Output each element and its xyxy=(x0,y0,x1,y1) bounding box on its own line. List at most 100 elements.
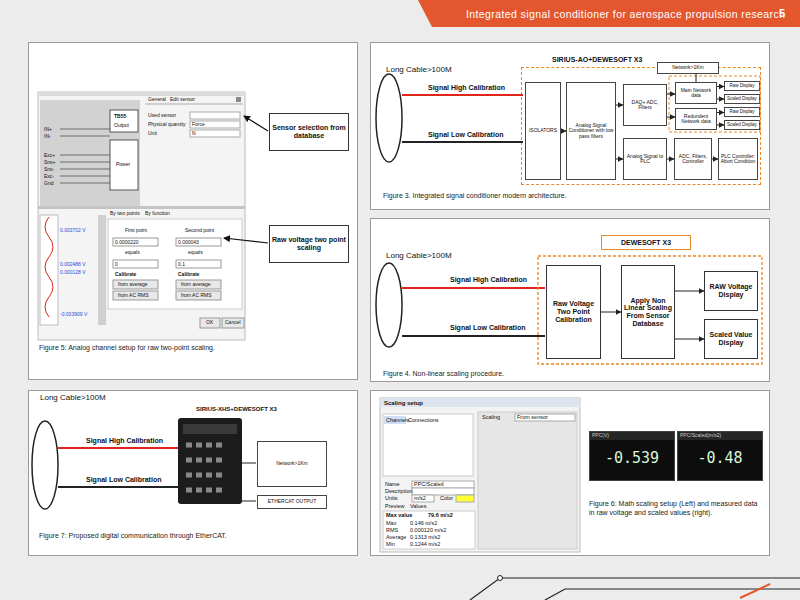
label-text: 0.1244 m/s2 xyxy=(410,542,440,548)
label-text: PPC/Scaled xyxy=(414,482,444,488)
node-text: Raw Voltage Two Point Calibration xyxy=(549,300,598,323)
group-heading: SIRIUS-AO+DEWESOFT X3 xyxy=(552,56,642,64)
process-box: ISOLATORS xyxy=(525,82,561,180)
label-text: 0.146 m/s2 xyxy=(410,521,437,527)
label-text: Units xyxy=(385,496,398,502)
label-text: Gnd xyxy=(44,181,53,186)
system-group: SIRIUS-AO+DEWESOFT X3ISOLATORSAnalog Sig… xyxy=(521,67,761,185)
label-text: First point xyxy=(125,228,147,233)
label-text: From sensor xyxy=(517,415,548,421)
label-text: Name xyxy=(385,482,400,488)
display-box: Scaled Display xyxy=(724,94,760,104)
process-box: Analog Signal to PLC xyxy=(623,138,667,180)
label-text: Color xyxy=(440,496,453,502)
label-text: Calibrate xyxy=(178,272,199,277)
label-text: Long Cable>100M xyxy=(386,252,452,260)
label-text: equals xyxy=(125,250,140,255)
node-text: PLC Controller: Abort Condition xyxy=(720,154,756,165)
label-text: Signal Low Calibration xyxy=(428,131,503,138)
label-text: Sns- xyxy=(44,167,54,172)
label-text: General xyxy=(148,97,166,102)
label-text: Exc- xyxy=(44,174,54,179)
label-text: 0.000120 m/s2 xyxy=(410,528,446,534)
label-text: from AC RMS xyxy=(118,293,149,298)
node-text: Redundent Network data xyxy=(677,114,715,125)
network-box: Network>1Km xyxy=(657,62,719,74)
figure-panel: Figure 4. Non-linear scaling procedure.D… xyxy=(370,218,770,382)
label-text: Average xyxy=(386,535,406,541)
node-text: Analog Signal Conditioner with low pass … xyxy=(568,123,614,140)
label-text: Power xyxy=(116,162,130,167)
label-text: 0.000128 V xyxy=(60,270,86,275)
display-header: PPC(V) xyxy=(590,432,674,440)
label-text: Output xyxy=(114,123,129,128)
label-text: 0.0000220 xyxy=(115,240,139,245)
label-text: Preview xyxy=(385,504,405,510)
label-text: Calibrate xyxy=(115,272,136,277)
label-text: Exc+ xyxy=(44,153,55,158)
node-text: DEWESOFT X3 xyxy=(621,239,671,247)
display-value: -0.48 xyxy=(678,450,762,467)
figure-panel: Figure 5: Analog channel setup for raw t… xyxy=(28,42,358,380)
node-text: Network>1Km xyxy=(276,461,308,467)
node-text: Scaled Display xyxy=(727,123,757,128)
figure-caption: Figure 6: Math scaling setup (Left) and … xyxy=(589,499,761,517)
decor-line xyxy=(740,584,770,598)
label-text: 0.1 xyxy=(178,262,185,267)
display-box: Scaled Value Display xyxy=(704,319,758,359)
node-text: RAW Voltage Display xyxy=(707,283,755,298)
process-box: Analog Signal Conditioner with low pass … xyxy=(566,82,616,180)
label-text: IN- xyxy=(44,134,51,139)
display-box: Scaled Display xyxy=(724,120,760,130)
label-text: from average xyxy=(181,282,210,287)
label-text: Scaling xyxy=(482,415,500,421)
label-text: SIRIUS-XHS+DEWESOFT X3 xyxy=(196,406,277,412)
display-box: Raw Display xyxy=(724,81,760,91)
label-text: 79.6 m/s2 xyxy=(428,513,453,519)
header-title: Integrated signal conditioner for aerosp… xyxy=(466,8,785,20)
label-text: Signal Low Calibration xyxy=(86,476,161,483)
node-text: Network>1Km xyxy=(672,65,704,71)
label-text: 0.1313 m/s2 xyxy=(410,535,440,541)
label-text: Scaling setup xyxy=(384,400,423,406)
label-text: Max xyxy=(386,521,396,527)
figure-panel: Figure 7: Proposed digital communication… xyxy=(28,390,358,556)
process-box: Raw Voltage Two Point Calibration xyxy=(546,265,601,359)
label-text: -0.003909 V xyxy=(60,312,87,317)
label-text: Sns+ xyxy=(44,160,56,165)
node-text: Scaled Display xyxy=(727,97,757,102)
process-box: ADC, Filters, Controller xyxy=(674,138,712,180)
display-box: Raw Display xyxy=(724,107,760,117)
label-text: Signal Low Calibration xyxy=(450,324,525,331)
label-text: Cancel xyxy=(225,320,241,325)
label-text: Max value xyxy=(386,513,412,519)
dashed-group xyxy=(538,256,762,364)
network-box: Network>1Km xyxy=(257,441,327,487)
label-text: TB55 xyxy=(114,114,126,119)
decor-dot xyxy=(498,576,503,581)
label-text: Long Cable>100M xyxy=(40,394,106,402)
header-bar xyxy=(418,0,800,27)
node-text: Scaled Value Display xyxy=(707,331,755,346)
label-text: Force xyxy=(192,122,205,127)
process-box: DAQ+ ADC, Filters xyxy=(623,84,667,126)
label-text: OK xyxy=(206,320,213,325)
label-text: Signal High Calibration xyxy=(450,276,527,283)
label-text: m/s2 xyxy=(414,496,426,502)
label-text: from average xyxy=(118,282,147,287)
label-text: IN+ xyxy=(44,127,52,132)
output-box: ETHERCAT OUTPUT xyxy=(257,495,327,509)
label-text: equals xyxy=(188,250,203,255)
label-text: Second point xyxy=(185,228,214,233)
label-text: Channels xyxy=(386,418,409,424)
decor-line xyxy=(545,589,800,600)
callout-box: Sensor selection from database xyxy=(269,113,349,151)
system-title-box: DEWESOFT X3 xyxy=(601,235,691,250)
figure-caption: Figure 5: Analog channel setup for raw t… xyxy=(39,343,339,352)
figure-caption: Figure 7: Proposed digital communication… xyxy=(39,531,339,540)
display-value: -0.539 xyxy=(590,450,674,467)
label-text: from AC RMS xyxy=(181,293,212,298)
label-text: 0 xyxy=(115,262,118,267)
node-text: Raw Display xyxy=(729,84,754,89)
